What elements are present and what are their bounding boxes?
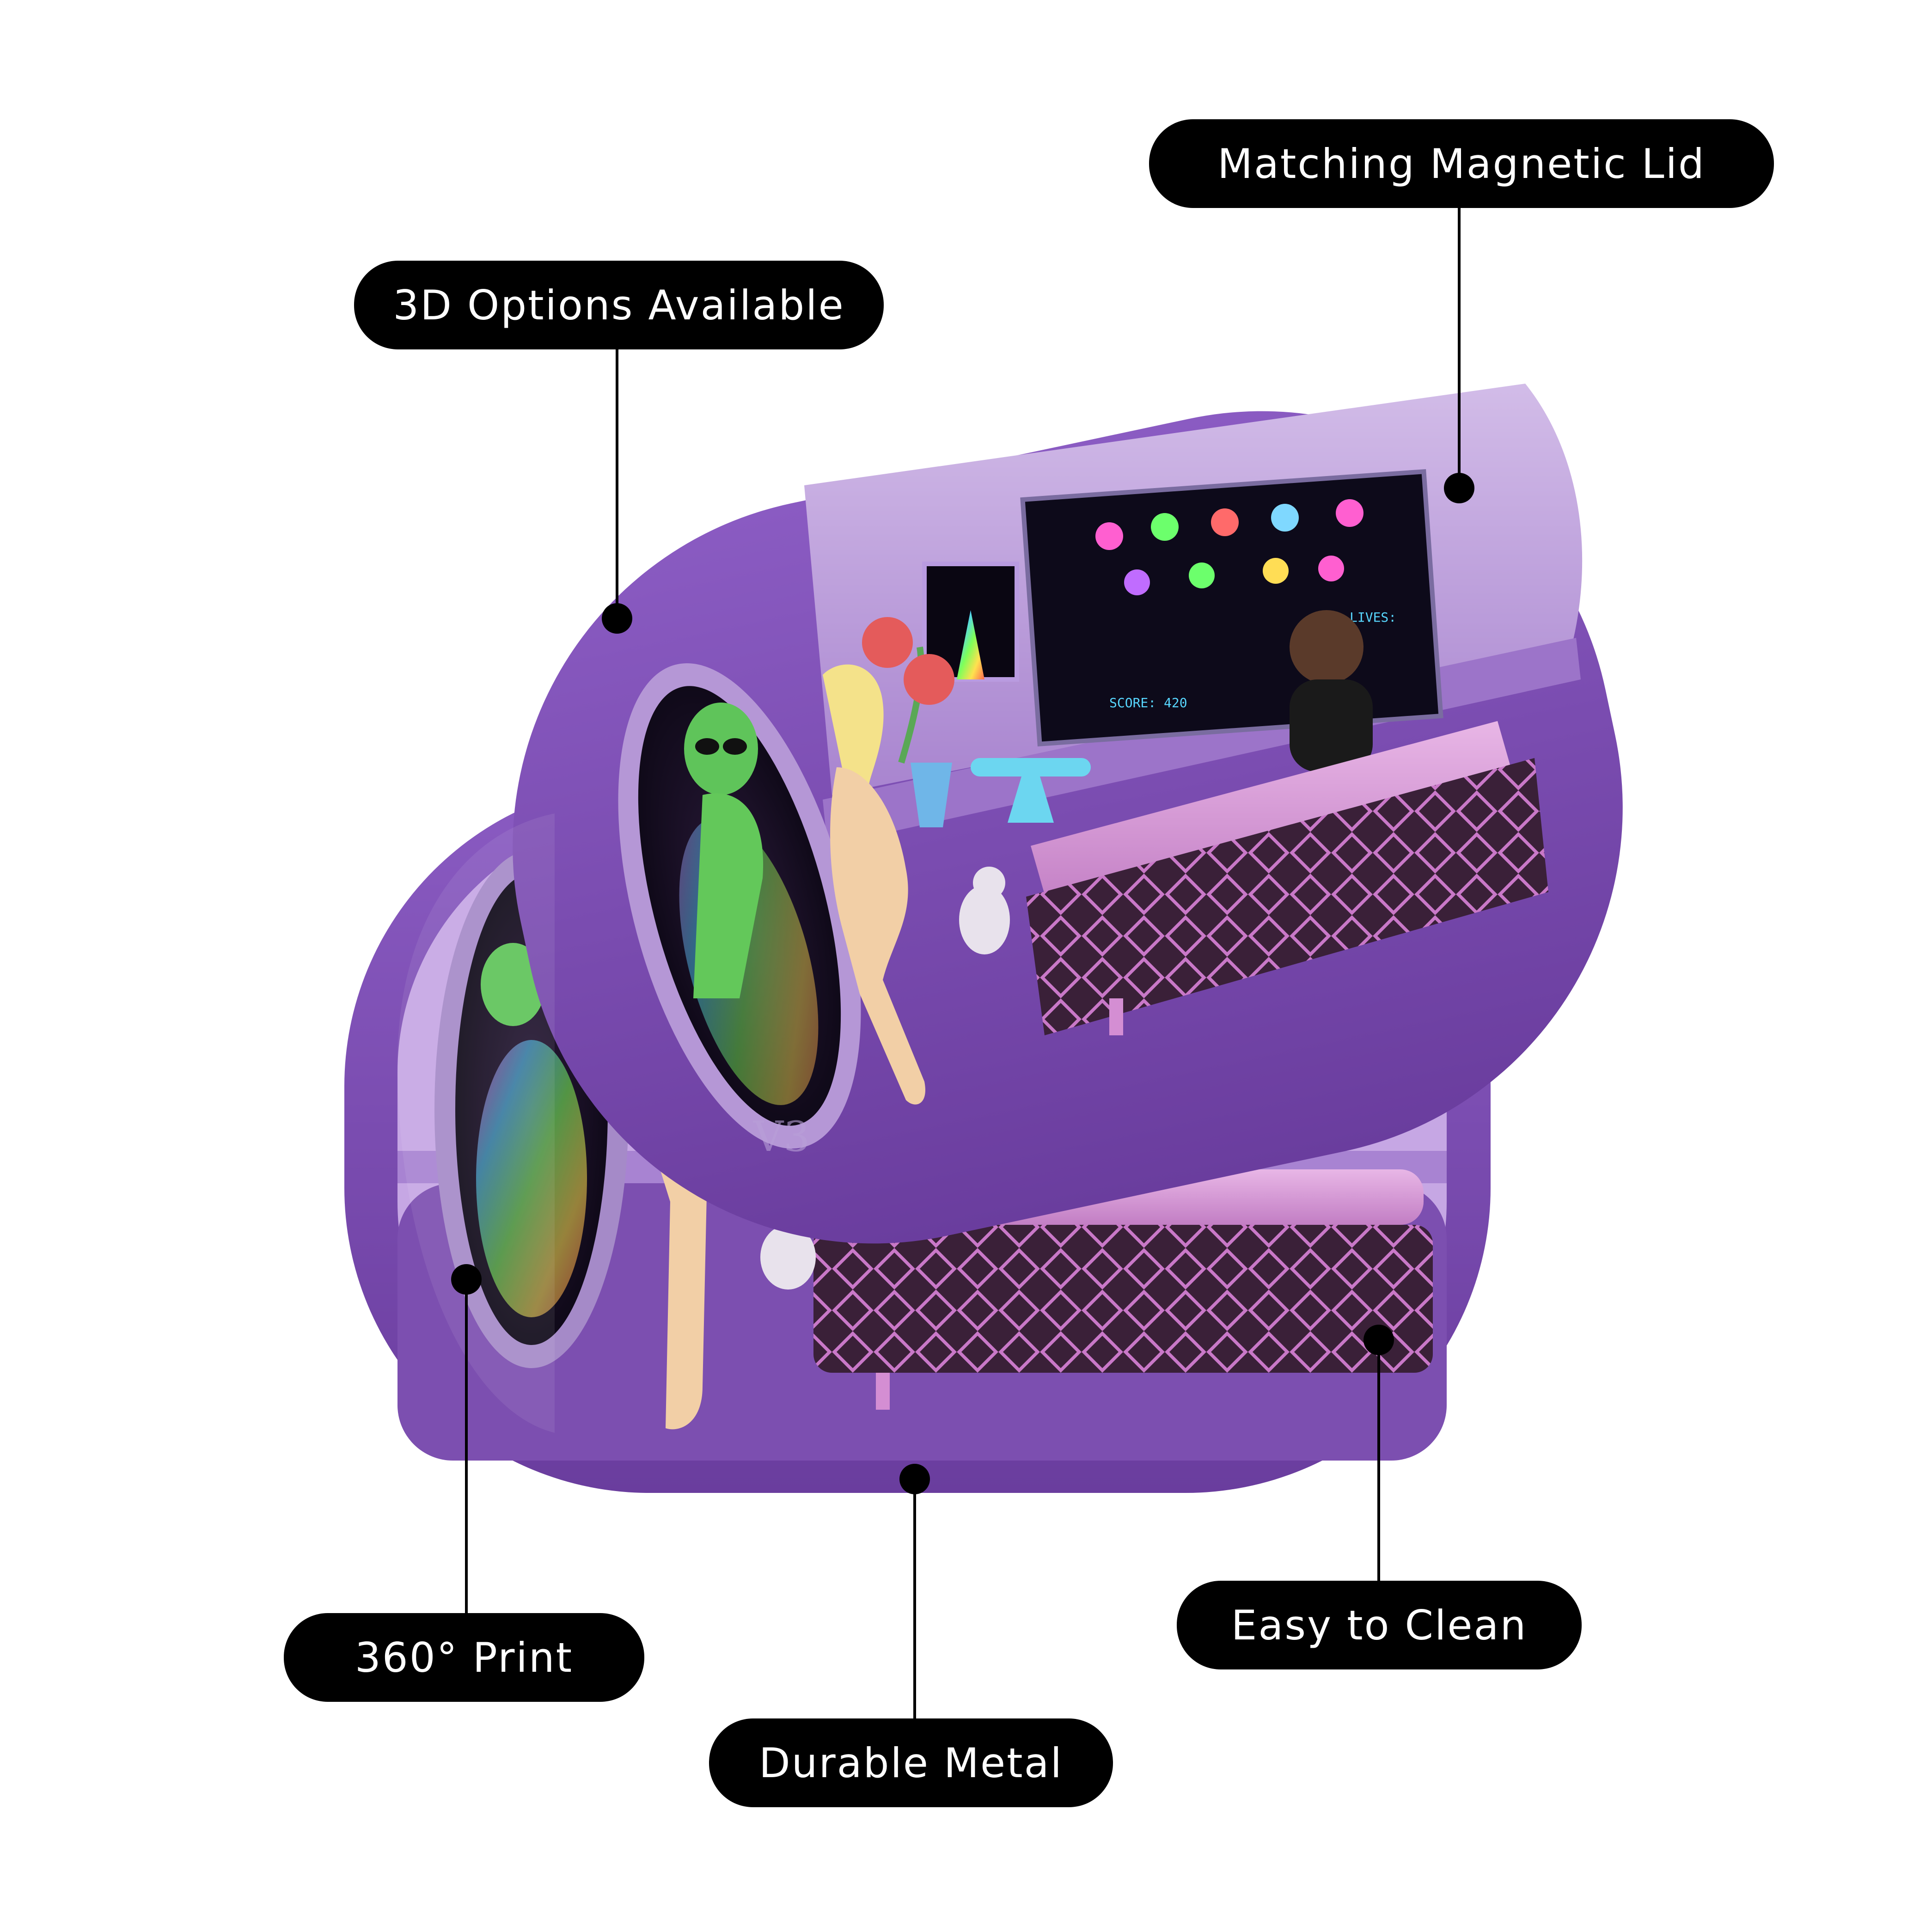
callout-dot-360 xyxy=(451,1264,482,1295)
callout-dot-3d xyxy=(602,603,632,634)
mirror xyxy=(618,663,861,1149)
leader-line-360 xyxy=(465,1294,468,1613)
callout-dot-clean xyxy=(1363,1325,1394,1355)
sofa xyxy=(1026,721,1548,1035)
callout-dot-metal xyxy=(899,1464,930,1494)
callout-dot-lid xyxy=(1444,473,1474,503)
label-3d-options-available: 3D Options Available xyxy=(354,261,884,349)
game-score-text: SCORE: 420 xyxy=(1109,695,1187,710)
label-matching-magnetic-lid: Matching Magnetic Lid xyxy=(1149,119,1774,208)
label-easy-to-clean: Easy to Clean xyxy=(1177,1581,1582,1669)
game-screen: SCORE: 420 LIVES: xyxy=(1020,469,1443,747)
label-360-print: 360° Print xyxy=(284,1613,644,1702)
leader-line-lid xyxy=(1458,206,1461,488)
leader-line-3d xyxy=(616,348,618,620)
label-durable-metal: Durable Metal xyxy=(709,1718,1113,1807)
lid-tray: SCORE: 420 LIVES: xyxy=(513,384,1623,1244)
brand-logo-mark: V3 xyxy=(753,1113,810,1161)
game-lives-text: LIVES: xyxy=(1350,610,1396,625)
leader-line-metal xyxy=(913,1488,916,1719)
leader-line-clean xyxy=(1377,1350,1380,1590)
